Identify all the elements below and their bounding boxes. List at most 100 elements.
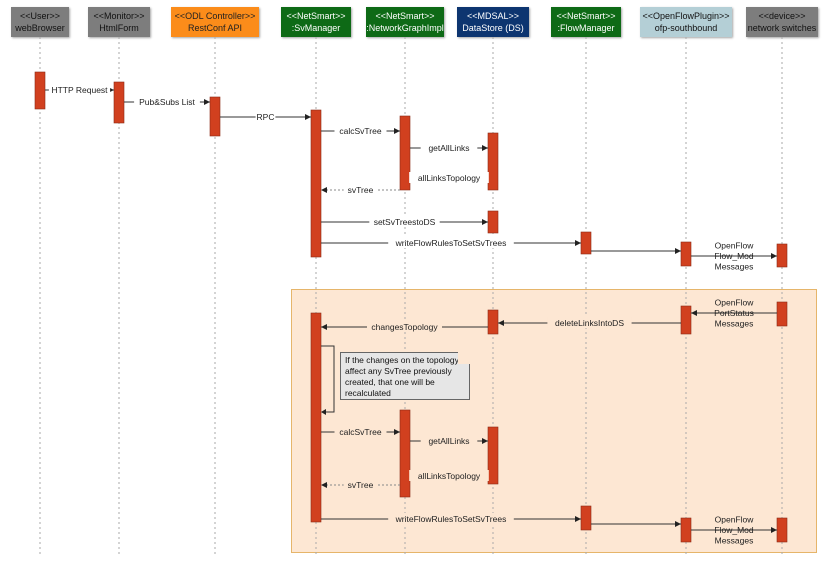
activation-bar: [680, 517, 692, 543]
participant-flowmanager: <<NetSmart>> :FlowManager: [551, 7, 621, 37]
activation-bar: [310, 312, 322, 523]
message-label: calcSvTree: [339, 126, 381, 136]
activation-bar: [680, 305, 692, 335]
message-label-bg: [255, 111, 276, 122]
message-label: getAllLinks: [428, 143, 469, 153]
arrowhead: [675, 248, 681, 254]
message-label: PortStatus: [714, 308, 754, 318]
message-label: setSvTreestoDS: [374, 217, 436, 227]
activation-bar: [399, 409, 411, 498]
activation-bar: [209, 96, 221, 137]
activation-bar: [580, 505, 592, 531]
message-label: getAllLinks: [428, 436, 469, 446]
participant-name: webBrowser: [15, 23, 65, 33]
message-label: Flow_Mod: [714, 251, 753, 261]
arrowhead: [675, 521, 681, 527]
message-label: Flow_Mod: [714, 525, 753, 535]
message-label: writeFlowRulesToSetSvTrees: [395, 238, 507, 248]
participant-stereotype: <<MDSAL>>: [466, 11, 520, 21]
participant-stereotype: <<User>>: [19, 11, 61, 21]
participant-htmlform: <<Monitor>>HtmlForm: [88, 7, 150, 37]
message-label: Messages: [715, 536, 754, 546]
message-label-bg: [343, 479, 378, 490]
message-label: allLinksTopology: [418, 173, 481, 183]
message-label: calcSvTree: [339, 427, 381, 437]
message-label-bg: [134, 96, 200, 107]
message-label-bg: [547, 317, 632, 328]
message-label: svTree: [348, 480, 374, 490]
recalculation-fragment: [291, 289, 817, 553]
message-label: svTree: [348, 185, 374, 195]
self-call-arrow: [321, 345, 335, 413]
note-text: If the changes on the topology affect an…: [345, 355, 459, 398]
message-label: Pub&Subs List: [139, 97, 195, 107]
message-label-bg: [48, 84, 111, 95]
message-label: OpenFlow: [715, 515, 755, 525]
arrowhead: [482, 145, 488, 151]
message-label-bg: [334, 125, 387, 136]
message-label-bg: [409, 172, 489, 183]
arrowhead: [321, 187, 327, 193]
participant-datastore-ds: <<MDSAL>> DataStore (DS): [457, 7, 529, 37]
arrowhead: [321, 324, 327, 330]
participant-networkgraphimpl: <<NetSmart>> :NetworkGraphImpl: [366, 7, 444, 37]
participant-stereotype: <<device>>: [758, 11, 806, 21]
arrowhead: [691, 310, 697, 316]
participant-name: DataStore (DS): [462, 23, 524, 33]
arrowhead: [321, 482, 327, 488]
message-label-bg: [388, 237, 514, 248]
activation-bar: [113, 81, 125, 124]
participant-stereotype: <<NetSmart>>: [556, 11, 616, 21]
message-label: allLinksTopology: [418, 471, 481, 481]
arrowhead: [771, 253, 777, 259]
arrowhead: [771, 527, 777, 533]
note: If the changes on the topology affect an…: [340, 352, 470, 400]
participant-stereotype: <<NetSmart>>: [375, 11, 435, 21]
note-fold: [458, 352, 470, 364]
message-label-bg: [420, 435, 478, 446]
message-label: OpenFlow: [715, 298, 755, 308]
participant-name: network switches: [747, 23, 817, 33]
message-label-bg: [367, 321, 442, 332]
activation-bar: [680, 241, 692, 267]
arrowhead: [482, 219, 488, 225]
activation-bar: [399, 115, 411, 191]
message-label: Messages: [715, 262, 754, 272]
activation-bar: [487, 210, 499, 234]
participant-ofp-southbound: <<OpenFlowPlugin>>ofp-southbound: [640, 7, 732, 37]
message-label: OpenFlow: [715, 241, 755, 251]
activation-bar: [310, 109, 322, 258]
message-label: changesTopology: [371, 322, 438, 332]
message-label-bg: [334, 426, 387, 437]
activation-bar: [487, 426, 499, 485]
participant-name: HtmlForm: [99, 23, 139, 33]
activation-bar: [776, 517, 788, 543]
message-label: deleteLinksIntoDS: [555, 318, 624, 328]
activation-bar: [34, 71, 46, 110]
activation-bar: [776, 243, 788, 268]
participant-network-switches: <<device>> network switches: [746, 7, 818, 37]
participant-name: :FlowManager: [557, 23, 615, 33]
participant-stereotype: <<NetSmart>>: [286, 11, 346, 21]
participant-name: :NetworkGraphImpl: [366, 23, 444, 33]
activation-bar: [487, 132, 499, 191]
arrowhead: [321, 409, 326, 415]
arrowhead: [305, 114, 311, 120]
message-label-bg: [369, 216, 440, 227]
arrowhead: [575, 240, 581, 246]
participant-restconf-api: <<ODL Controller>> RestConf API: [171, 7, 259, 37]
participant-name: RestConf API: [187, 23, 243, 33]
arrowhead: [394, 429, 400, 435]
arrowhead: [482, 438, 488, 444]
activation-bar: [580, 231, 592, 255]
message-label: Messages: [715, 319, 754, 329]
message-label-bg: [409, 470, 489, 481]
message-label-bg: [343, 184, 378, 195]
arrowhead: [204, 99, 210, 105]
arrowhead: [498, 320, 504, 326]
arrowhead: [575, 516, 581, 522]
activation-bar: [776, 301, 788, 327]
message-label: writeFlowRulesToSetSvTrees: [395, 514, 507, 524]
participant-stereotype: <<ODL Controller>>: [174, 11, 256, 21]
